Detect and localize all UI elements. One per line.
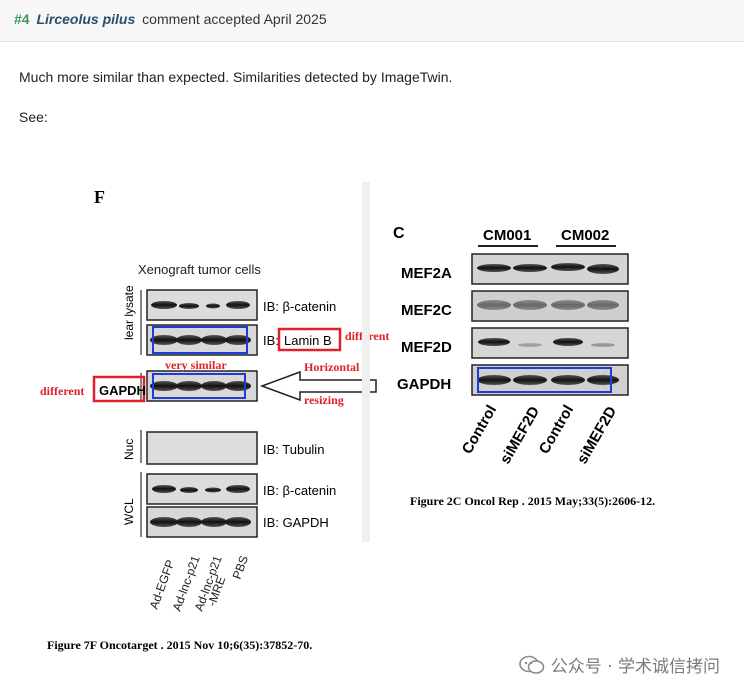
right-figure-caption: Figure 2C Oncol Rep . 2015 May;33(5):260… — [410, 494, 655, 508]
comment-text-see: See: — [19, 109, 48, 125]
row-label-tubulin: IB: Tubulin — [263, 442, 324, 457]
right-panel-letter: C — [393, 225, 405, 242]
row-label-beta-catenin: IB: β-catenin — [263, 299, 336, 314]
annotation-resizing: resizing — [304, 393, 344, 407]
lane-label-right: Control — [536, 402, 577, 457]
lane-label: PBS — [230, 554, 251, 581]
comment-text-line: Much more similar than expected. Similar… — [19, 69, 453, 85]
row-label-mef2d: MEF2D — [401, 339, 452, 356]
row-label-mef2c: MEF2C — [401, 302, 452, 319]
comment-status: comment accepted April 2025 — [142, 11, 327, 27]
row-label-ib: IB: — [263, 333, 279, 348]
highlight-box-blue-gapdh — [152, 373, 246, 399]
row-label-lamin-b: Lamin B — [284, 333, 332, 348]
highlight-box-blue-lamin — [152, 326, 248, 354]
wechat-watermark: 公众号 · 学术诚信拷问 — [518, 652, 720, 677]
gapdh-left-label: GAPDH — [99, 383, 146, 398]
blot-tubulin — [146, 431, 258, 465]
annotation-different-left: different — [40, 384, 84, 398]
highlight-box-red-gapdh — [92, 375, 146, 403]
highlight-box-red-lamin — [277, 327, 342, 352]
left-figure-caption: Figure 7F Oncotarget . 2015 Nov 10;6(35)… — [47, 638, 312, 652]
left-panel-letter: F — [94, 187, 105, 207]
annotation-very-similar: very similar — [165, 358, 227, 372]
resize-arrow-icon — [259, 370, 377, 402]
annotation-horizontal: Horizontal — [304, 360, 360, 374]
lane-label-right: siMEF2D — [574, 403, 620, 467]
side-label-wcl: WCL — [122, 498, 136, 525]
lane-label-right: siMEF2D — [497, 403, 543, 467]
row-label-beta-catenin-wcl: IB: β-catenin — [263, 483, 336, 498]
side-label-nuc: Nuc — [122, 439, 136, 460]
group-label-cm002: CM002 — [561, 227, 609, 244]
comment-author[interactable]: Lirceolus pilus — [36, 11, 136, 27]
lane-label-right: Control — [459, 402, 500, 457]
comment-header: #4 Lirceolus pilus comment accepted Apri… — [0, 0, 744, 42]
watermark-text: 公众号 · 学术诚信拷问 — [550, 657, 720, 677]
row-label-gapdh-wcl: IB: GAPDH — [263, 515, 329, 530]
left-figure-title: Xenograft tumor cells — [138, 262, 261, 277]
side-label-nuclear: lear lysate — [122, 285, 136, 340]
row-label-gapdh-right: GAPDH — [397, 376, 451, 393]
wechat-icon — [518, 655, 545, 674]
group-label-cm001: CM001 — [483, 227, 531, 244]
highlight-box-blue-gapdh-right — [477, 367, 612, 393]
comment-number[interactable]: #4 — [14, 11, 30, 27]
row-label-mef2a: MEF2A — [401, 265, 452, 282]
